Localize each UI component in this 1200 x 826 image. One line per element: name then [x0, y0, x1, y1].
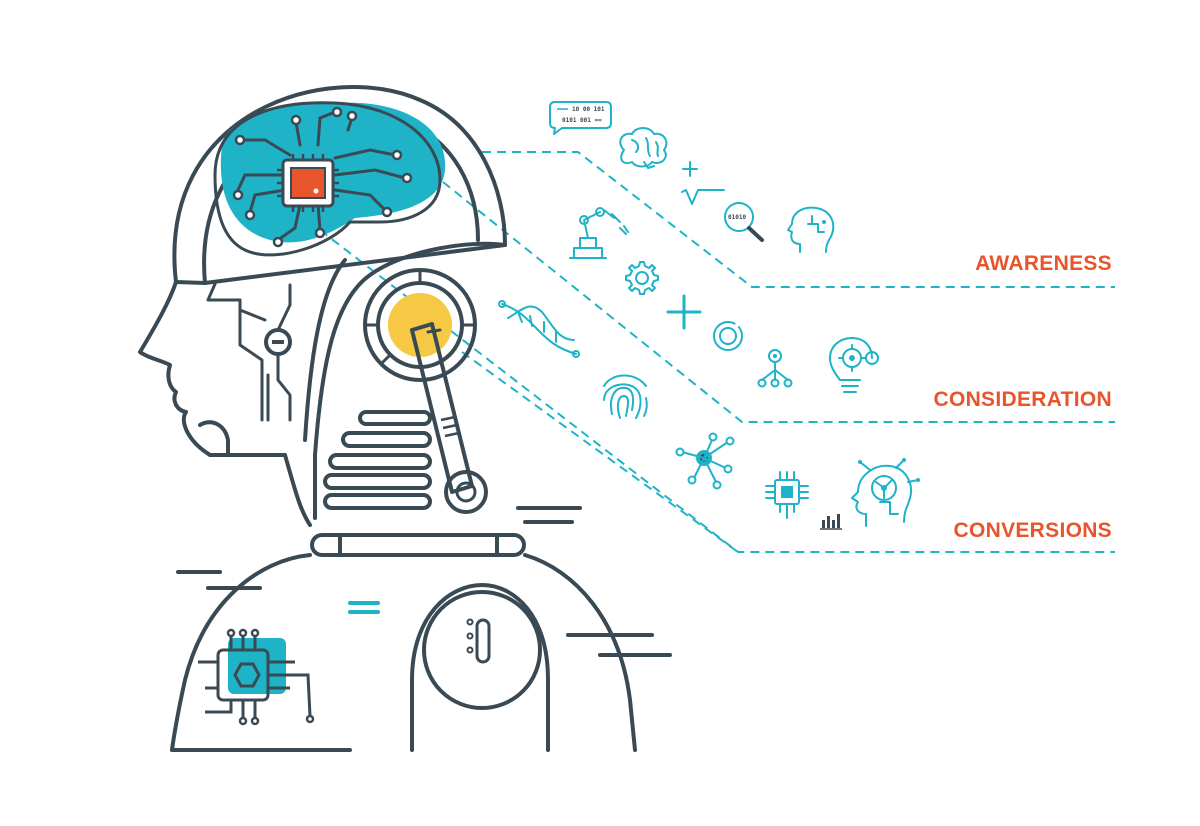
svg-text:0101 001 ==: 0101 001 == [562, 117, 602, 124]
robot-body [170, 553, 672, 752]
fingerprint-icon [603, 374, 648, 419]
gear-icon [625, 261, 659, 295]
dna-icon [498, 300, 580, 358]
robot-shoulder-chip [198, 628, 315, 726]
connector-lines [319, 151, 1115, 553]
consideration-connector [442, 181, 1115, 423]
chat-bubble-binary-icon: 10 00 101 0101 001 == [549, 101, 612, 135]
microchip-icon [765, 471, 809, 519]
stage-label-conversions: CONVERSIONS [954, 519, 1113, 543]
stage-label-consideration: CONSIDERATION [933, 388, 1112, 412]
math-symbols-icon [681, 161, 725, 205]
robot-brain-circuit [213, 101, 446, 257]
stage-conversions-text: CONVERSIONS [953, 519, 1112, 542]
bar-chart-icon [820, 514, 842, 530]
conversions-connector-b [461, 351, 739, 553]
conversions-connector-a [319, 229, 1115, 553]
robotic-arm-icon [569, 207, 629, 259]
stage-consideration-text: CONSIDERATION [933, 388, 1112, 411]
magnifier-binary-icon: 01010 [724, 202, 764, 242]
target-icon [713, 318, 744, 351]
lightbulb-gears-icon [829, 337, 879, 393]
stage-label-awareness: AWARENESS [975, 252, 1112, 276]
svg-text:10 00 101: 10 00 101 [572, 106, 605, 113]
ai-head-circuit-icon [851, 458, 920, 527]
cpu-core [290, 167, 326, 199]
robot-ear-joint [363, 268, 488, 514]
robot-chest-dial [410, 583, 550, 752]
plus-icon [666, 294, 702, 330]
network-hierarchy-icon [757, 349, 793, 388]
awareness-connector [482, 151, 1115, 288]
robot-head [138, 85, 507, 527]
stage-awareness-text: AWARENESS [975, 252, 1112, 275]
svg-text:01010: 01010 [728, 214, 746, 221]
brain-icon [619, 127, 668, 169]
molecule-network-icon [675, 432, 735, 490]
ai-head-profile-icon [787, 206, 835, 253]
robot-neck-vents [310, 410, 526, 557]
